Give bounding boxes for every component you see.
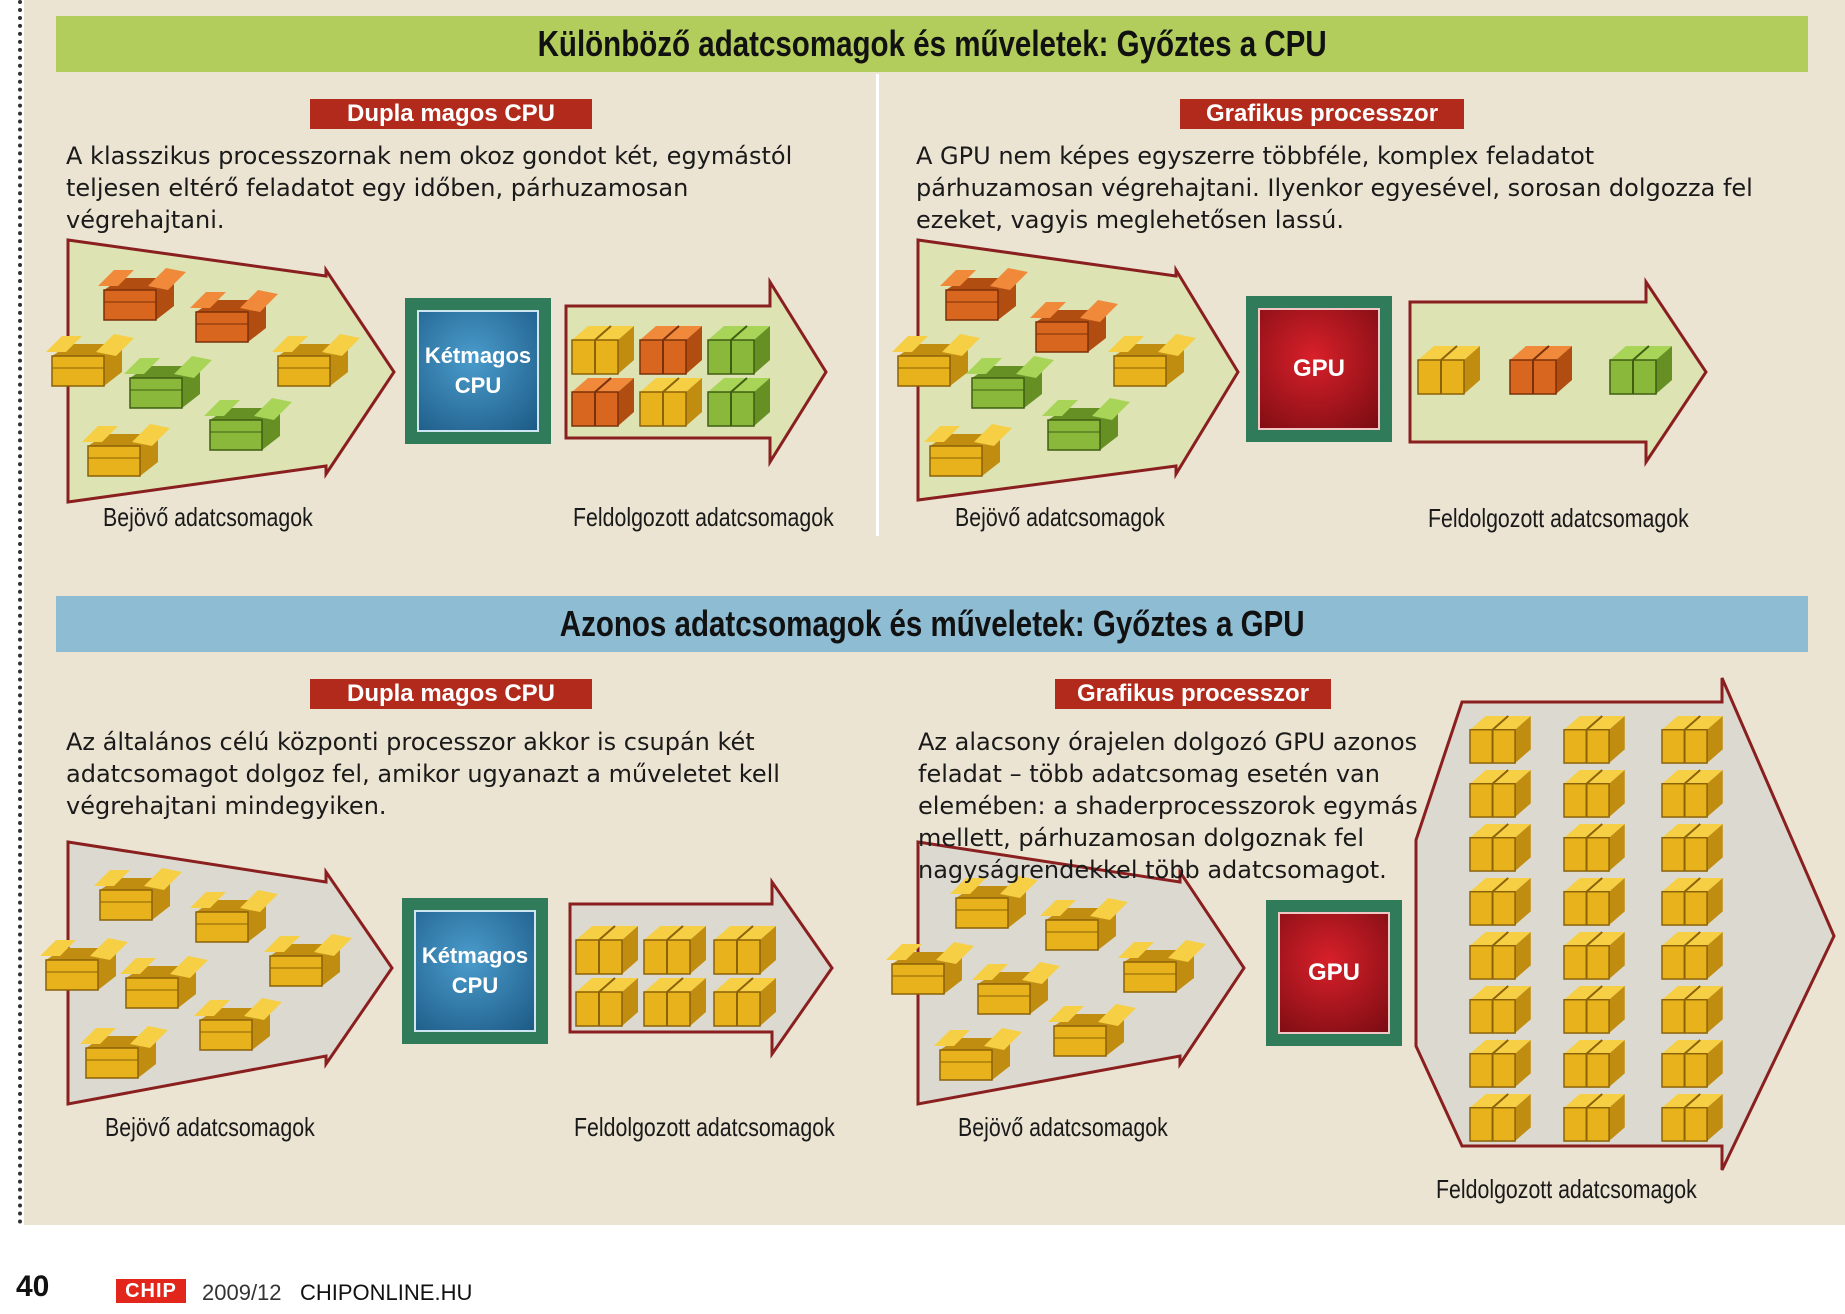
top-section-divider	[876, 74, 879, 536]
bottom-left-processed-label: Feldolgozott adatcsomagok	[574, 1112, 835, 1142]
processed-package	[644, 926, 706, 974]
page-margin-dotted-line	[18, 0, 22, 1225]
processed-package	[1662, 716, 1723, 764]
processed-package	[576, 978, 638, 1026]
chip-logo: CHIP	[116, 1279, 186, 1303]
bottom-right-gpu-chip: GPU	[1278, 912, 1390, 1034]
bottom-right-processed-label: Feldolgozott adatcsomagok	[1436, 1174, 1697, 1204]
processed-package	[708, 326, 770, 374]
processed-package	[1564, 878, 1625, 926]
processed-package	[1564, 1094, 1625, 1142]
site-name: CHIPONLINE.HU	[300, 1280, 473, 1305]
processed-package	[1510, 346, 1572, 394]
processed-package	[1662, 824, 1723, 872]
processed-package	[1470, 878, 1531, 926]
processed-package	[1564, 824, 1625, 872]
processed-package	[1470, 716, 1531, 764]
processed-package	[572, 378, 634, 426]
processed-package	[1470, 986, 1531, 1034]
top-right-gpu-chip: GPU	[1258, 308, 1380, 430]
processed-package	[1662, 1094, 1723, 1142]
top-section-title: Különböző adatcsomagok és műveletek: Győ…	[56, 16, 1808, 72]
processed-package	[1470, 824, 1531, 872]
top-right-incoming-label: Bejövő adatcsomagok	[955, 502, 1165, 532]
bottom-right-description: Az alacsony órajelen dolgozó GPU azonos …	[918, 728, 1418, 884]
processed-package	[708, 378, 770, 426]
processed-package	[644, 978, 706, 1026]
bottom-left-description: Az általános célú központi processzor ak…	[66, 728, 780, 820]
top-left-description: A klasszikus processzornak nem okoz gond…	[66, 142, 793, 234]
processed-package	[1662, 878, 1723, 926]
issue-date: 2009/12	[202, 1280, 282, 1305]
top-left-incoming-label: Bejövő adatcsomagok	[103, 502, 313, 532]
processed-package	[1564, 986, 1625, 1034]
processed-package	[1662, 1040, 1723, 1088]
bottom-right-tag: Grafikus processzor	[1055, 679, 1331, 709]
processed-package	[1470, 1094, 1531, 1142]
bottom-right-incoming-label: Bejövő adatcsomagok	[958, 1112, 1168, 1142]
processed-package	[1662, 986, 1723, 1034]
processed-package	[1470, 770, 1531, 818]
processed-package	[714, 978, 776, 1026]
processed-package	[1470, 1040, 1531, 1088]
top-left-tag: Dupla magos CPU	[310, 99, 592, 129]
processed-package	[1662, 932, 1723, 980]
processed-package	[1470, 932, 1531, 980]
page-number: 40	[16, 1270, 50, 1303]
bottom-section-title: Azonos adatcsomagok és műveletek: Győzte…	[56, 596, 1808, 652]
processed-package	[572, 326, 634, 374]
processed-package	[1564, 932, 1625, 980]
processed-package	[1564, 770, 1625, 818]
processed-package	[1564, 1040, 1625, 1088]
processed-package	[1564, 716, 1625, 764]
top-right-processed-label: Feldolgozott adatcsomagok	[1428, 503, 1689, 533]
top-right-description: A GPU nem képes egyszerre többféle, komp…	[916, 142, 1753, 234]
processed-package	[576, 926, 638, 974]
processed-package	[1418, 346, 1480, 394]
top-right-tag: Grafikus processzor	[1180, 99, 1464, 129]
processed-package	[714, 926, 776, 974]
bottom-right-gpu-frame: GPU	[1266, 900, 1402, 1046]
bottom-left-incoming-label: Bejövő adatcsomagok	[105, 1112, 315, 1142]
top-left-processed-label: Feldolgozott adatcsomagok	[573, 502, 834, 532]
bottom-left-tag: Dupla magos CPU	[310, 679, 592, 709]
processed-package	[640, 326, 702, 374]
top-right-gpu-frame: GPU	[1246, 296, 1392, 442]
processed-package	[640, 378, 702, 426]
processed-package	[1662, 770, 1723, 818]
processed-package	[1610, 346, 1672, 394]
